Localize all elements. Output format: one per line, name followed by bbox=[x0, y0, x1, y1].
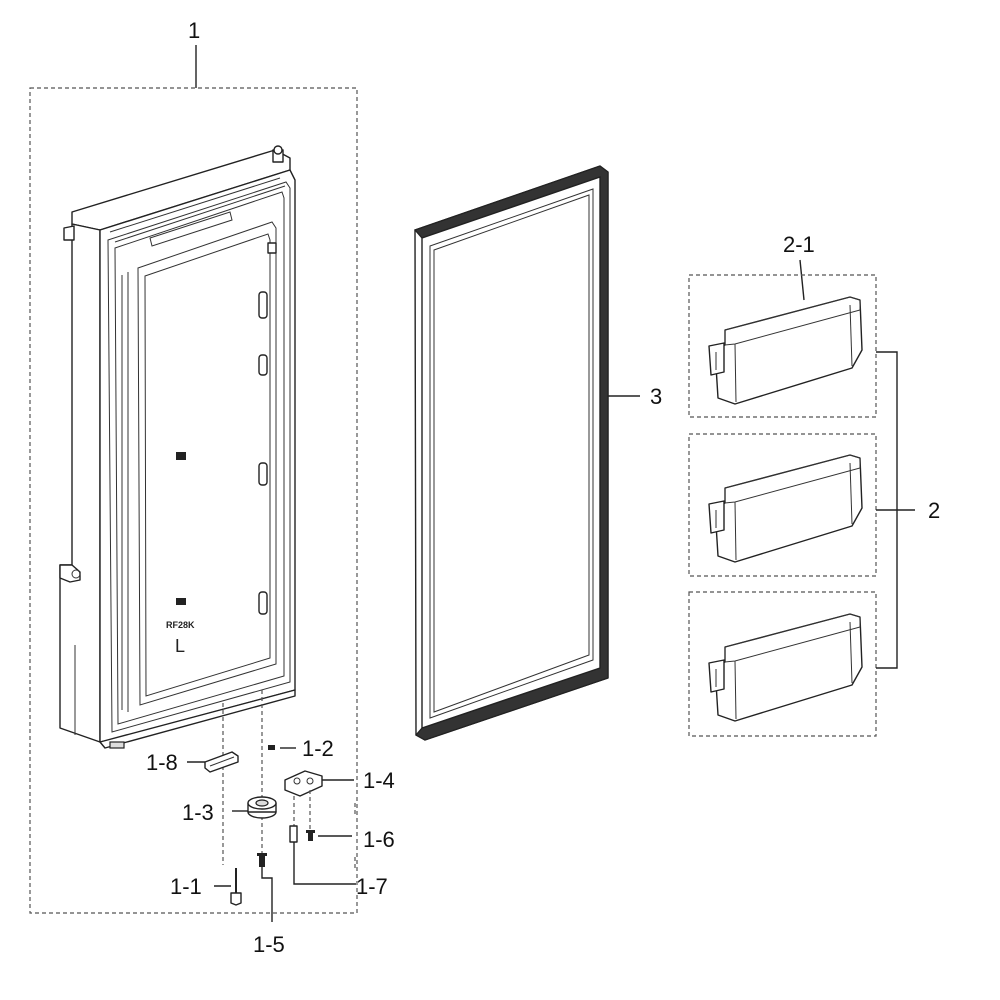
callout-1-6-label: 1-6 bbox=[363, 827, 395, 852]
callout-2-1-leader bbox=[799, 259, 805, 301]
door-assembly-dashed-box bbox=[29, 87, 358, 914]
part-2-1-door-bin bbox=[708, 296, 863, 405]
part-1-2-screw bbox=[268, 745, 275, 750]
callout-1-5-label: 1-5 bbox=[253, 932, 285, 957]
part-1-1-screw bbox=[230, 868, 242, 906]
part-1-5-screw bbox=[257, 853, 267, 867]
part-1-6-screw bbox=[306, 830, 315, 841]
part-3-door-gasket bbox=[413, 165, 609, 741]
callout-1-7-label: 1-7 bbox=[356, 874, 388, 899]
callout-1-4-label: 1-4 bbox=[363, 768, 395, 793]
part-1-7-pin bbox=[289, 825, 298, 843]
bin-1-dashed-box bbox=[688, 274, 877, 418]
door-assembly-group: 1 bbox=[29, 18, 395, 957]
door-bins-group: 2-1 bbox=[688, 232, 940, 737]
door-side-letter: L bbox=[175, 636, 185, 656]
door-model-marking: RF28K bbox=[166, 620, 195, 630]
part-1-8-hinge-cover bbox=[204, 751, 239, 773]
bin-3-dashed-box bbox=[688, 591, 877, 737]
callout-1-7-leader bbox=[293, 842, 356, 885]
part-1-4-hinge-plate bbox=[284, 770, 323, 797]
callout-1-3-label: 1-3 bbox=[182, 800, 214, 825]
callout-1-1-label: 1-1 bbox=[170, 874, 202, 899]
callout-2-label: 2 bbox=[928, 498, 940, 523]
part-2-door-bin-bottom bbox=[708, 613, 863, 722]
refrigerator-door: RF28K L bbox=[59, 145, 296, 749]
part-1-3-hinge-cam bbox=[247, 796, 277, 819]
callout-1-5-leader bbox=[261, 867, 273, 922]
part-2-door-bin-middle bbox=[708, 454, 863, 563]
callout-2-1-label: 2-1 bbox=[783, 232, 815, 257]
callout-1-label: 1 bbox=[188, 18, 200, 43]
callout-1-2-label: 1-2 bbox=[302, 736, 334, 761]
callout-3-label: 3 bbox=[650, 384, 662, 409]
callout-1-8-label: 1-8 bbox=[146, 750, 178, 775]
bin-2-dashed-box bbox=[688, 433, 877, 577]
